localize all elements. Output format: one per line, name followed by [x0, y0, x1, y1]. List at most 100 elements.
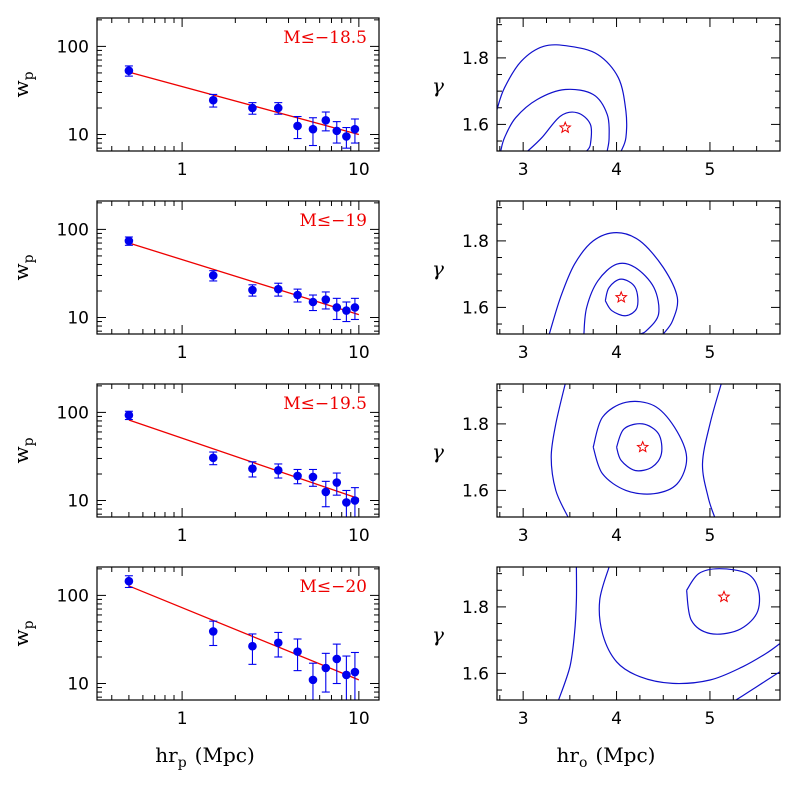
y-axis-title: γ [432, 257, 444, 281]
data-point [248, 464, 257, 473]
data-point-group [248, 461, 257, 478]
fit-line [128, 242, 360, 316]
y-tick-label: 10 [67, 309, 89, 329]
data-point-group [332, 472, 342, 496]
x-tick-label: 3 [518, 526, 529, 546]
data-point-group [273, 463, 283, 479]
sample-annotation: M≤−19 [299, 211, 367, 231]
data-point-group [342, 489, 351, 517]
svg-text:hro(Mpc): hro(Mpc) [557, 743, 656, 771]
x-axis-title-right-main: hr [557, 743, 580, 767]
x-axis-title-left-sub: p [178, 755, 187, 771]
plot-area [124, 410, 360, 517]
data-point [124, 576, 134, 586]
data-point-group [308, 468, 318, 487]
x-tick-label: 1 [177, 160, 188, 180]
x-tick-label: 4 [611, 709, 622, 729]
plot-frame [96, 566, 380, 701]
contour-line [500, 88, 610, 151]
data-point-group [321, 652, 331, 693]
data-point-group [308, 294, 318, 312]
data-point [208, 453, 218, 463]
data-point-group [342, 655, 351, 700]
data-point [350, 496, 360, 505]
y-axis-title: γ [432, 440, 444, 464]
contour-line [616, 423, 663, 472]
data-point-group [273, 631, 283, 658]
x-axis-title-left-main: hr [155, 743, 178, 767]
data-point [321, 487, 331, 497]
x-tick-label: 5 [705, 160, 716, 180]
tick-marks [97, 18, 379, 151]
x-tick-label: 1 [177, 343, 188, 363]
tick-marks [497, 201, 781, 334]
plot-area [548, 231, 679, 334]
best-fit-star-icon [717, 590, 731, 603]
data-point [273, 103, 283, 113]
y-axis-title-sub: p [21, 71, 37, 80]
contour-line [583, 262, 660, 334]
data-point-group [124, 410, 134, 421]
best-fit-star-icon [636, 440, 650, 453]
tick-marks [497, 384, 781, 517]
y-axis-title-sub: p [21, 254, 37, 263]
data-point-group [293, 638, 302, 672]
data-point-group [350, 487, 360, 517]
data-point-group [342, 126, 351, 149]
data-point-group [350, 297, 360, 321]
data-point [332, 126, 342, 136]
contour-line [735, 671, 780, 700]
plot-frame [96, 17, 380, 152]
y-tick-label: 1.8 [462, 415, 489, 435]
data-point [293, 121, 302, 131]
plot-frame [496, 200, 781, 335]
contour-line [604, 278, 639, 317]
x-tick-label: 5 [705, 709, 716, 729]
data-point [332, 654, 342, 664]
data-point [350, 667, 360, 677]
data-point-group [208, 270, 218, 282]
data-point-group [332, 121, 342, 144]
data-point-group [273, 102, 283, 115]
y-axis-title: γ [432, 623, 444, 647]
x-axis-title-left-unit: (Mpc) [195, 743, 255, 767]
y-axis-title-sub: p [21, 437, 37, 446]
x-tick-label: 10 [348, 526, 370, 546]
data-point [208, 627, 218, 636]
data-point [308, 675, 318, 685]
data-point [332, 303, 342, 312]
y-axis-title: wp [9, 254, 37, 280]
x-axis-title-left: hrp (Mpc) [155, 743, 255, 771]
x-tick-label: 1 [177, 709, 188, 729]
data-point-group [208, 620, 218, 647]
sample-annotation: M≤−19.5 [283, 394, 367, 414]
data-point [321, 295, 331, 304]
y-tick-label: 1.6 [462, 481, 489, 501]
data-point-group [308, 117, 318, 147]
data-point [248, 641, 257, 651]
x-tick-label: 10 [348, 160, 370, 180]
data-point [273, 638, 283, 648]
contour-line [598, 567, 780, 685]
data-point [208, 95, 218, 105]
data-point-group [293, 288, 302, 303]
plot-area [124, 65, 360, 149]
x-tick-label: 10 [348, 343, 370, 363]
y-tick-label: 10 [67, 492, 89, 512]
sample-annotation: M≤−20 [299, 577, 367, 597]
plot-frame [96, 383, 380, 518]
data-point [342, 132, 351, 141]
x-axis-title-right-unit: (Mpc) [595, 743, 655, 767]
data-point [124, 236, 134, 246]
x-tick-label: 1 [177, 526, 188, 546]
y-tick-label: 100 [57, 220, 89, 240]
data-point [308, 297, 318, 307]
plot-area [550, 384, 722, 517]
y-tick-label: 100 [57, 586, 89, 606]
contour-line [558, 567, 578, 700]
left-panel-2: 1 10 10 100 M≤−19 wp [9, 200, 380, 363]
